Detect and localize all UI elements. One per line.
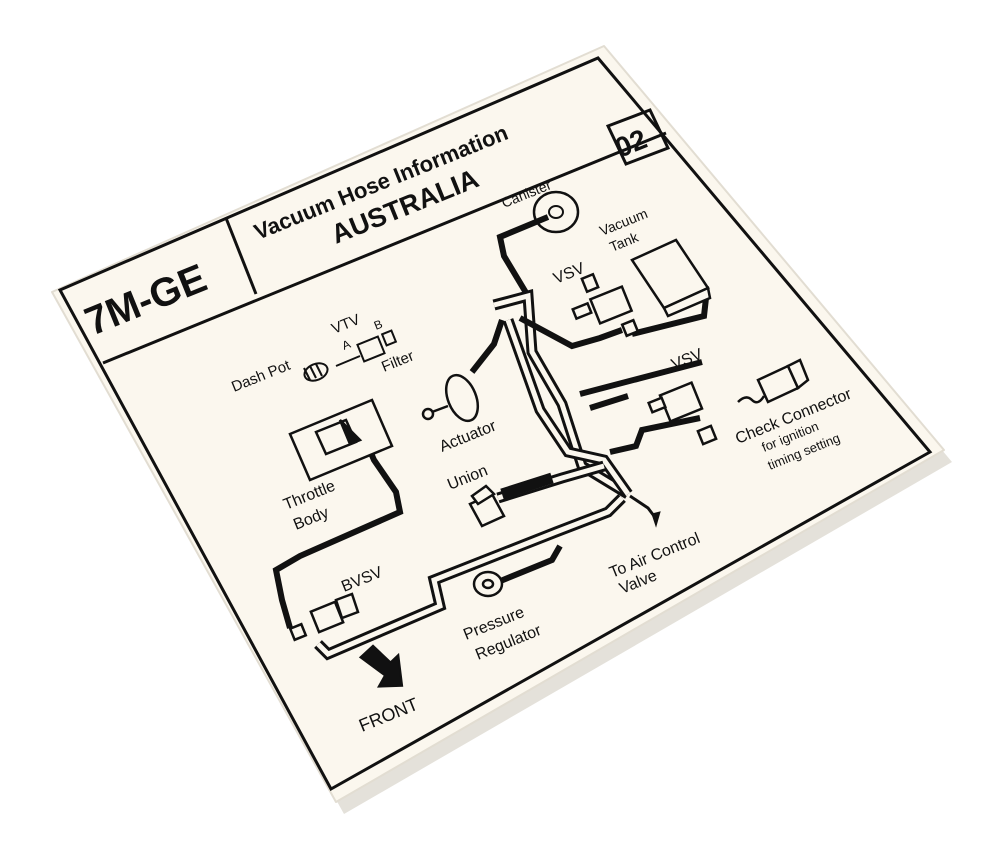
actuator-icon — [421, 373, 480, 423]
hose-air-valve — [629, 494, 656, 517]
vsv-upper-icon — [571, 272, 640, 338]
number-box — [605, 108, 671, 166]
vacuum-tank-icon — [630, 238, 712, 318]
hose-throttle-bvsv — [272, 430, 404, 629]
engine-box-divider — [224, 217, 258, 295]
decal-border — [57, 56, 933, 792]
hose-vsv-upper — [518, 315, 624, 350]
front-arrow-icon — [358, 644, 404, 688]
hose-lines — [272, 214, 709, 661]
check-connector-icon — [737, 358, 810, 404]
union-icon — [468, 484, 506, 528]
hose-vsv-lower — [579, 359, 703, 397]
canister-icon — [532, 190, 580, 234]
hose-actuator — [469, 319, 505, 374]
pressure-regulator-icon — [472, 570, 504, 598]
hose-canister — [496, 214, 550, 298]
header-divider — [102, 131, 667, 365]
vsv-lower-icon — [647, 381, 718, 446]
decal-card — [51, 45, 945, 803]
vtv-icon — [335, 329, 398, 367]
dash-pot-icon — [303, 362, 329, 382]
throttle-body-icon — [288, 398, 394, 482]
hose-pressure-reg — [496, 544, 563, 585]
bvsv-icon — [288, 592, 360, 642]
